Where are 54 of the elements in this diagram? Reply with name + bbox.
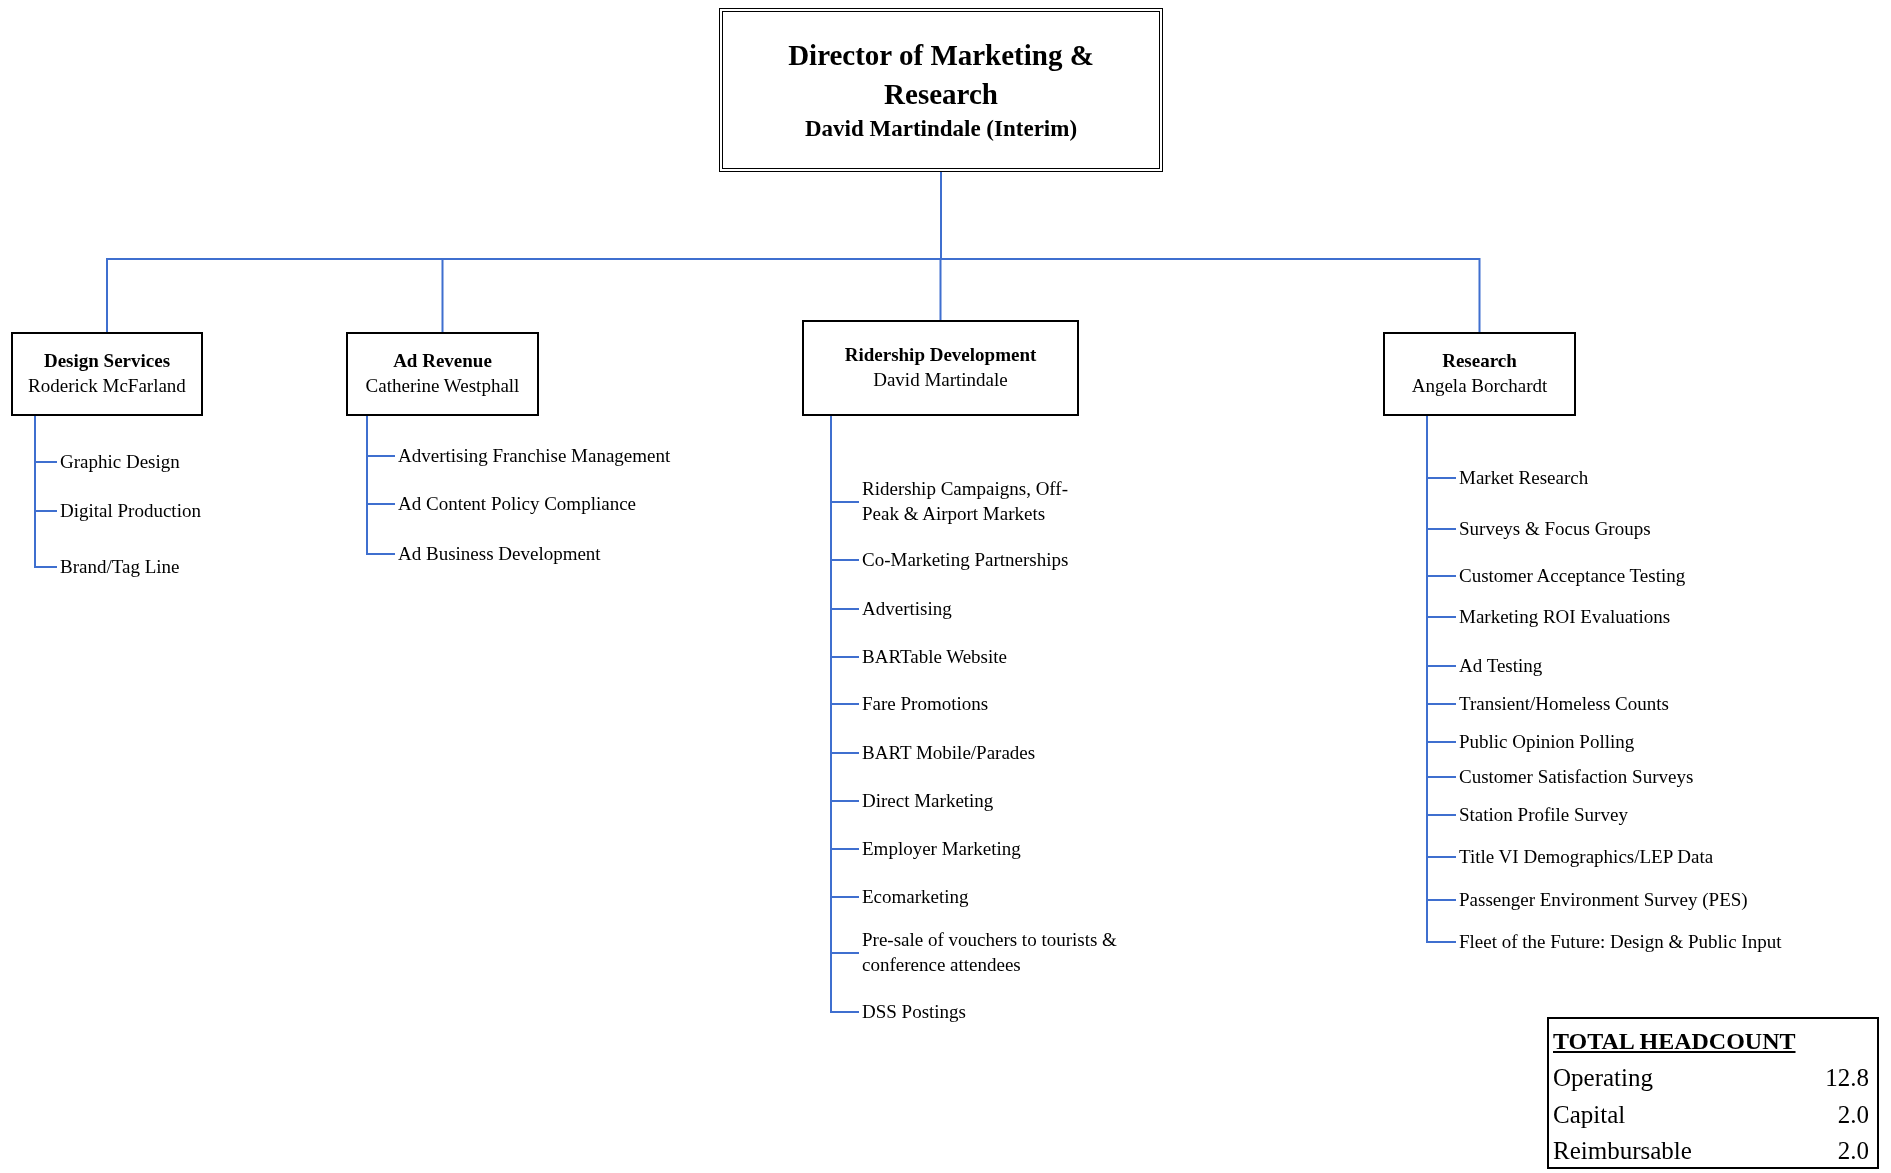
department-box [346, 332, 539, 416]
role-title: Director of Marketing & Research [787, 37, 1095, 113]
manager-name: David Martindale [873, 368, 1008, 392]
function-label: Brand/Tag Line [60, 554, 180, 580]
function-label: BARTable Website [862, 644, 1007, 670]
function-label: Digital Production [60, 498, 201, 524]
function-label: Advertising Franchise Management [398, 443, 671, 469]
function-label: Customer Satisfaction Surveys [1459, 764, 1694, 790]
function-label: Customer Acceptance Testing [1459, 563, 1686, 589]
function-label: Co-Marketing Partnerships [862, 547, 1069, 573]
function-label: Fleet of the Future: Design & Public Input [1459, 929, 1782, 955]
function-label: Marketing ROI Evaluations [1459, 604, 1671, 630]
category-label: Reimbursable [1553, 1137, 1693, 1167]
function-label: Employer Marketing [862, 836, 1021, 862]
headcount-value: 2.0 [1836, 1100, 1869, 1130]
function-label: Transient/Homeless Counts [1459, 691, 1669, 717]
function-label: BART Mobile/Parades [862, 740, 1036, 766]
person-name: David Martindale (Interim) [804, 115, 1078, 144]
department-box [11, 332, 203, 416]
function-label: Graphic Design [60, 449, 180, 475]
function-label: DSS Postings [862, 999, 967, 1025]
headcount-table [1547, 1017, 1879, 1169]
category-label: Capital [1553, 1100, 1627, 1130]
table-heading: TOTAL HEADCOUNT [1553, 1027, 1797, 1056]
category-label: Operating [1553, 1063, 1654, 1093]
function-label: Market Research [1459, 465, 1589, 491]
function-label: Passenger Environment Survey (PES) [1459, 887, 1748, 913]
department-title: Ridership Development [844, 343, 1037, 368]
function-label: Ad Testing [1459, 653, 1543, 679]
function-label: Ridership Campaigns, Off-Peak & Airport Markets [862, 477, 1090, 527]
function-label: Direct Marketing [862, 788, 994, 814]
department-title: Ad Revenue [393, 349, 492, 374]
manager-name: Catherine Westphall [365, 374, 520, 398]
connector-line [366, 415, 396, 555]
department-box [1383, 332, 1576, 416]
function-label: Ad Content Policy Compliance [398, 491, 636, 517]
function-label: Ecomarketing [862, 884, 969, 910]
department-title: Design Services [43, 349, 171, 374]
manager-name: Roderick McFarland [28, 374, 186, 398]
function-label: Surveys & Focus Groups [1459, 516, 1651, 542]
function-label: Station Profile Survey [1459, 802, 1628, 828]
function-label: Pre-sale of vouchers to tourists & conference attendees [862, 928, 1162, 978]
department-box [802, 320, 1079, 416]
function-label: Advertising [862, 596, 952, 622]
function-label: Title VI Demographics/LEP Data [1459, 844, 1714, 870]
director-box [719, 8, 1163, 172]
headcount-value: 2.0 [1836, 1137, 1869, 1167]
function-label: Ad Business Development [398, 541, 601, 567]
function-label: Fare Promotions [862, 691, 989, 717]
connector-line [34, 415, 58, 568]
manager-name: Angela Borchardt [1411, 374, 1548, 398]
function-label: Public Opinion Polling [1459, 729, 1635, 755]
headcount-value: 12.8 [1825, 1063, 1869, 1093]
department-title: Research [1442, 349, 1517, 374]
